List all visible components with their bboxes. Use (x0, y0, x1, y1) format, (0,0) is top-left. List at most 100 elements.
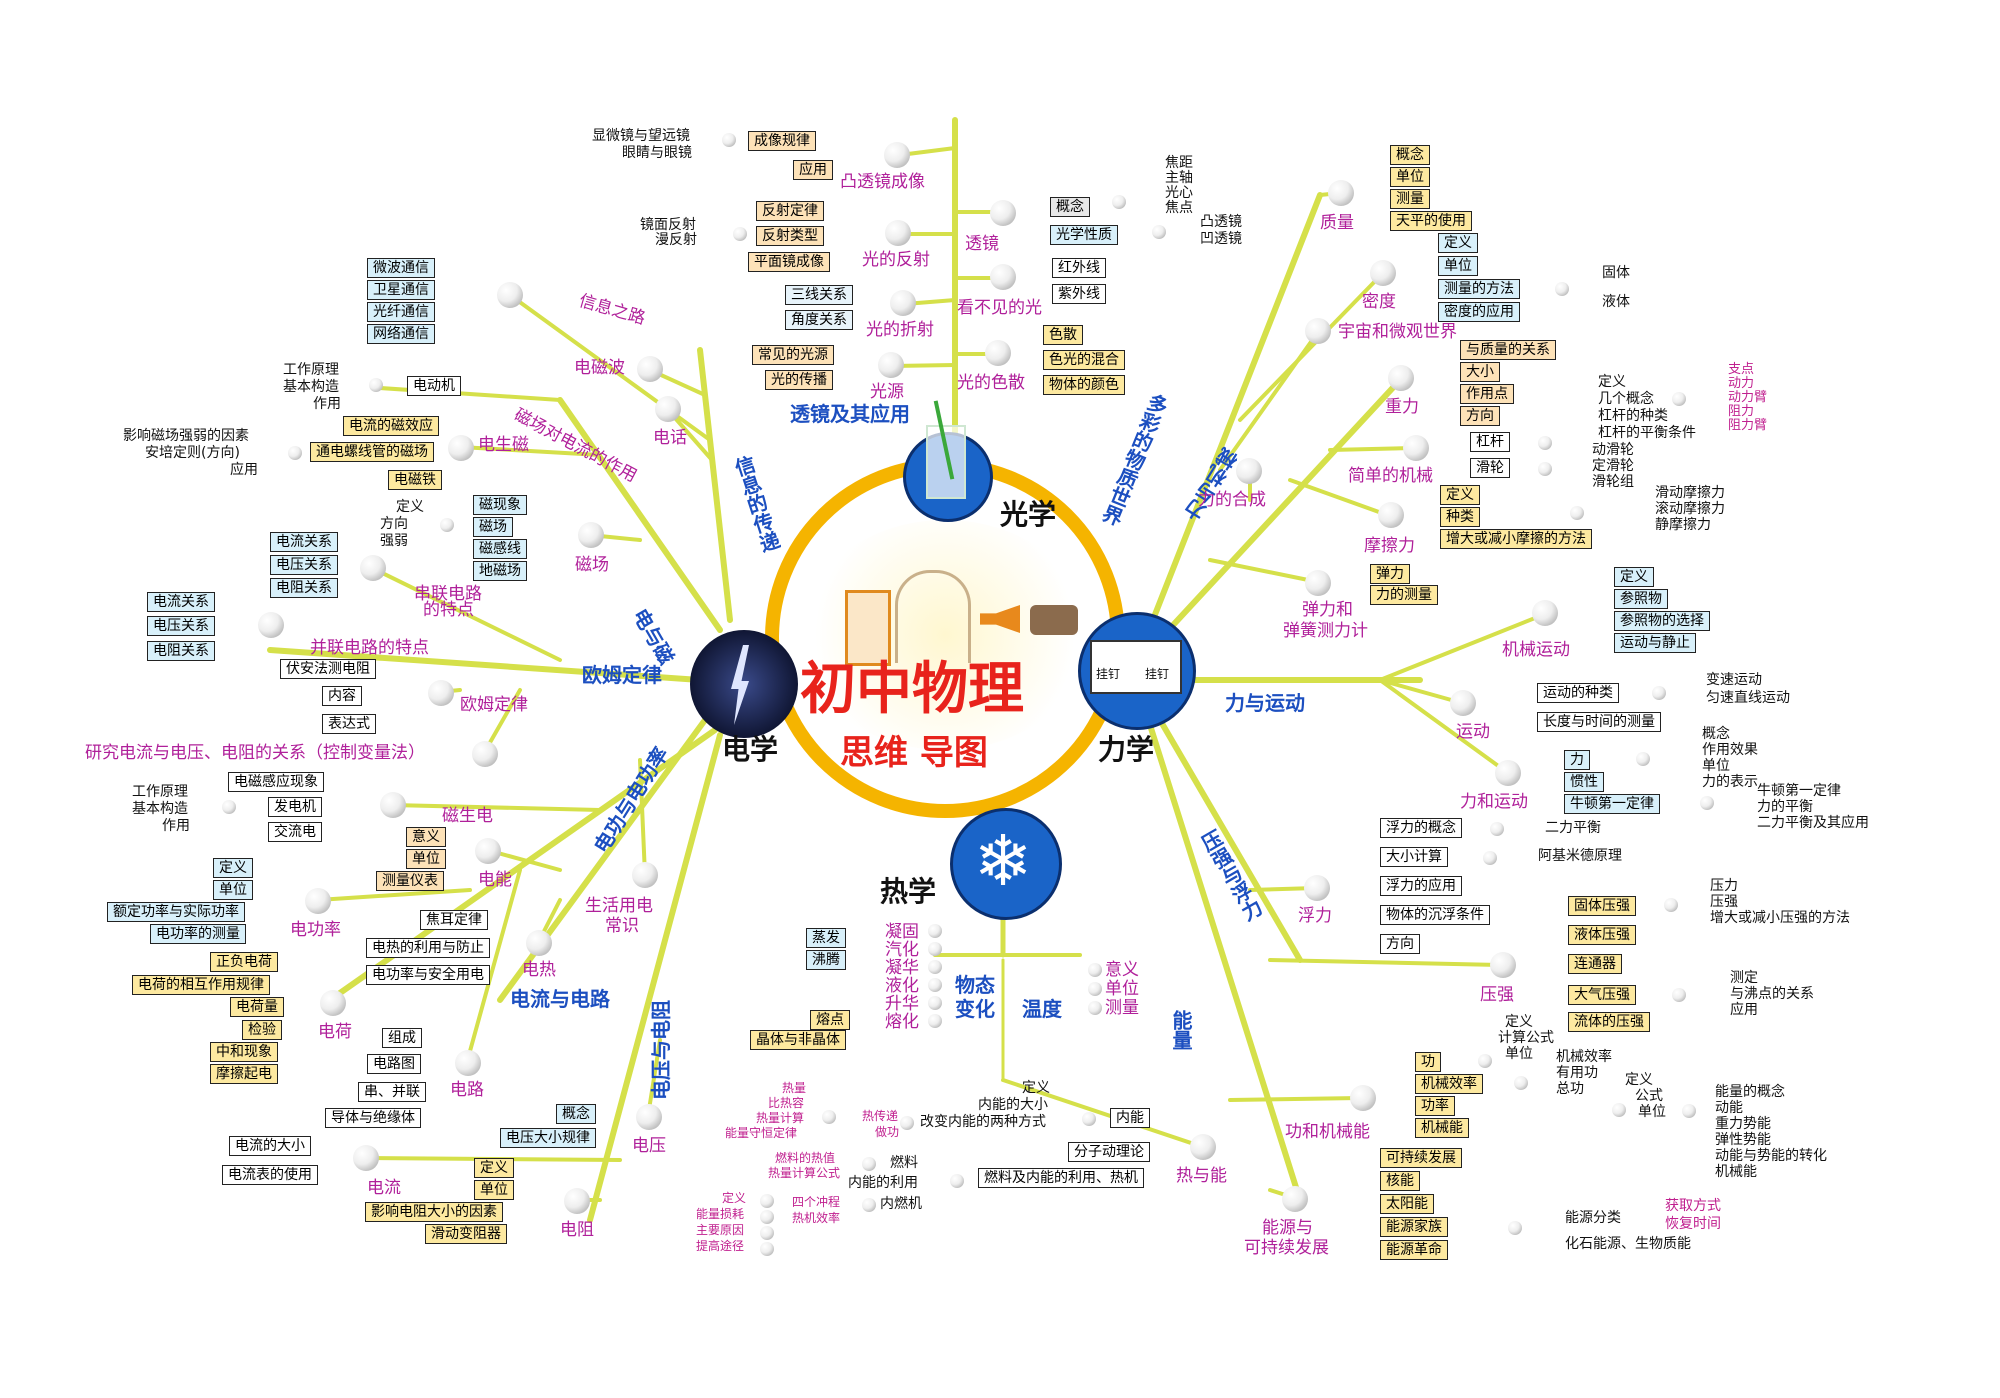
friction-item-0: 定义 (1440, 485, 1480, 505)
two-force-label: 二力平衡 (1545, 820, 1601, 836)
density-item-0: 定义 (1438, 233, 1478, 253)
mass-item-2: 测量 (1390, 189, 1430, 209)
mech4-branch (1268, 958, 1502, 967)
mag-left-0: 定义 (396, 499, 424, 515)
generator-illustration (840, 560, 971, 670)
power-item-1: 单位 (213, 880, 253, 900)
friction-type-node (1570, 506, 1584, 520)
state-0: 凝固 (885, 922, 919, 942)
em-left-2: 应用 (230, 462, 258, 478)
simple-machine-node (1403, 435, 1429, 461)
transfer-item-2: 热量计算 (756, 1111, 805, 1125)
gen-item-2: 交流电 (268, 822, 322, 842)
pressure-item-4: 流体的压强 (1568, 1012, 1650, 1032)
heat-energy-label: 热与能 (1176, 1166, 1227, 1186)
state-change-label-2: 变化 (955, 997, 995, 1021)
eff-item-2: 主要原因 (696, 1223, 745, 1237)
series-item-0: 电流关系 (270, 532, 338, 552)
power-node (1612, 1103, 1626, 1117)
air-item-1: 与沸点的关系 (1730, 986, 1814, 1002)
friction-label: 摩擦力 (1364, 536, 1415, 556)
elec-trunk3-line (267, 647, 703, 683)
diffuse-reflect-label: 漫反射 (655, 232, 697, 248)
lever-concept-3: 阻力 (1728, 404, 1755, 419)
mass-item-1: 单位 (1390, 167, 1430, 187)
inertia-box: 惯性 (1564, 772, 1604, 792)
transfer-item-1: 比热容 (768, 1096, 805, 1110)
energy-sub-3: 弹性势能 (1715, 1132, 1771, 1148)
series-label-2: 的特点 (423, 600, 474, 620)
optics-label: 光学 (1000, 498, 1057, 531)
fuel-label: 燃料 (890, 1155, 918, 1171)
work-item-1: 机械效率 (1415, 1074, 1483, 1094)
force-motion-label: 力和运动 (1460, 792, 1528, 812)
motion-node (1450, 690, 1476, 716)
circuit-node (455, 1050, 481, 1076)
universe-label: 宇宙和微观世界 (1338, 322, 1457, 342)
reflection-law-box: 反射定律 (756, 201, 824, 221)
magnet-field-node (578, 522, 604, 548)
work-def-node (1478, 1054, 1492, 1068)
motion-label: 运动 (1456, 722, 1490, 742)
energy-item-1: 单位 (406, 849, 446, 869)
power-node-elec (305, 888, 331, 914)
state-1: 汽化 (885, 940, 919, 960)
force-item-3: 力的表示 (1702, 774, 1758, 790)
reflection-type-box: 反射类型 (756, 226, 824, 246)
lever-node (1538, 436, 1552, 450)
sustain-label: 能源与 (1262, 1218, 1313, 1238)
parallel-item-0: 电流关系 (147, 592, 215, 612)
energy-sub-1: 动能 (1715, 1100, 1743, 1116)
fossil-label: 化石能源、生物质能 (1565, 1236, 1691, 1252)
crystal-box: 晶体与非晶体 (750, 1030, 846, 1050)
work-item-3: 机械能 (1415, 1118, 1469, 1138)
mech-motion-item-0: 定义 (1614, 567, 1654, 587)
density-state-0: 固体 (1602, 265, 1630, 281)
change-way-node (900, 1116, 914, 1130)
force-box: 力 (1564, 750, 1590, 770)
mech3-branch (1378, 678, 1510, 775)
mech2-branch (1208, 558, 1320, 584)
mech-motion-label: 机械运动 (1502, 640, 1570, 660)
motor-item-1: 基本构造 (283, 379, 339, 395)
charge-label: 电荷 (318, 1022, 352, 1042)
work-sub-1: 计算公式 (1498, 1030, 1554, 1046)
three-lines-box: 三线关系 (785, 285, 853, 305)
eye-label: 眼睛与眼镜 (622, 145, 692, 161)
ohm-item-2: 表达式 (322, 714, 376, 734)
power-sub-2: 单位 (1638, 1104, 1666, 1120)
pulley-box: 滑轮 (1470, 458, 1510, 478)
state-node-3 (928, 978, 942, 992)
mech-motion-node (1532, 600, 1558, 626)
electricity-label: 电学 (722, 733, 779, 766)
work-sub-2: 单位 (1505, 1046, 1533, 1062)
snowflake-icon: ❄ (973, 820, 1033, 902)
charge-node (320, 990, 346, 1016)
friction-type-0: 滑动摩擦力 (1655, 485, 1725, 501)
transfer-node (822, 1110, 836, 1124)
heat-energy-node (1190, 1134, 1216, 1160)
resistance-label: 电阻 (560, 1220, 594, 1240)
mass-item-0: 概念 (1390, 145, 1430, 165)
state-2: 凝华 (885, 958, 919, 978)
reflection-type-node (733, 227, 747, 241)
current-node (353, 1145, 379, 1171)
mech-motion-item-1: 参照物 (1614, 589, 1668, 609)
gen-left-node (222, 800, 236, 814)
fuel-node (862, 1157, 876, 1171)
nail-left: 挂钉 (1096, 667, 1121, 681)
light-source-label: 光源 (870, 382, 904, 402)
em-wave-label: 电磁波 (574, 358, 625, 378)
work-label: 功和机械能 (1285, 1122, 1370, 1142)
newton-item-1: 力的平衡 (1757, 799, 1813, 815)
electric-energy-node (475, 838, 501, 864)
circuit-item-3: 导体与绝缘体 (325, 1108, 421, 1128)
solid-pressure-node (1664, 898, 1678, 912)
motion-kind-0: 变速运动 (1706, 672, 1762, 688)
research-node (472, 741, 498, 767)
imaging-rule-box: 成像规律 (748, 131, 816, 151)
series-node (360, 555, 386, 581)
motor-item-0: 工作原理 (283, 362, 339, 378)
eff-item-1: 能量损耗 (696, 1207, 745, 1221)
motion-kind-node (1652, 686, 1666, 700)
